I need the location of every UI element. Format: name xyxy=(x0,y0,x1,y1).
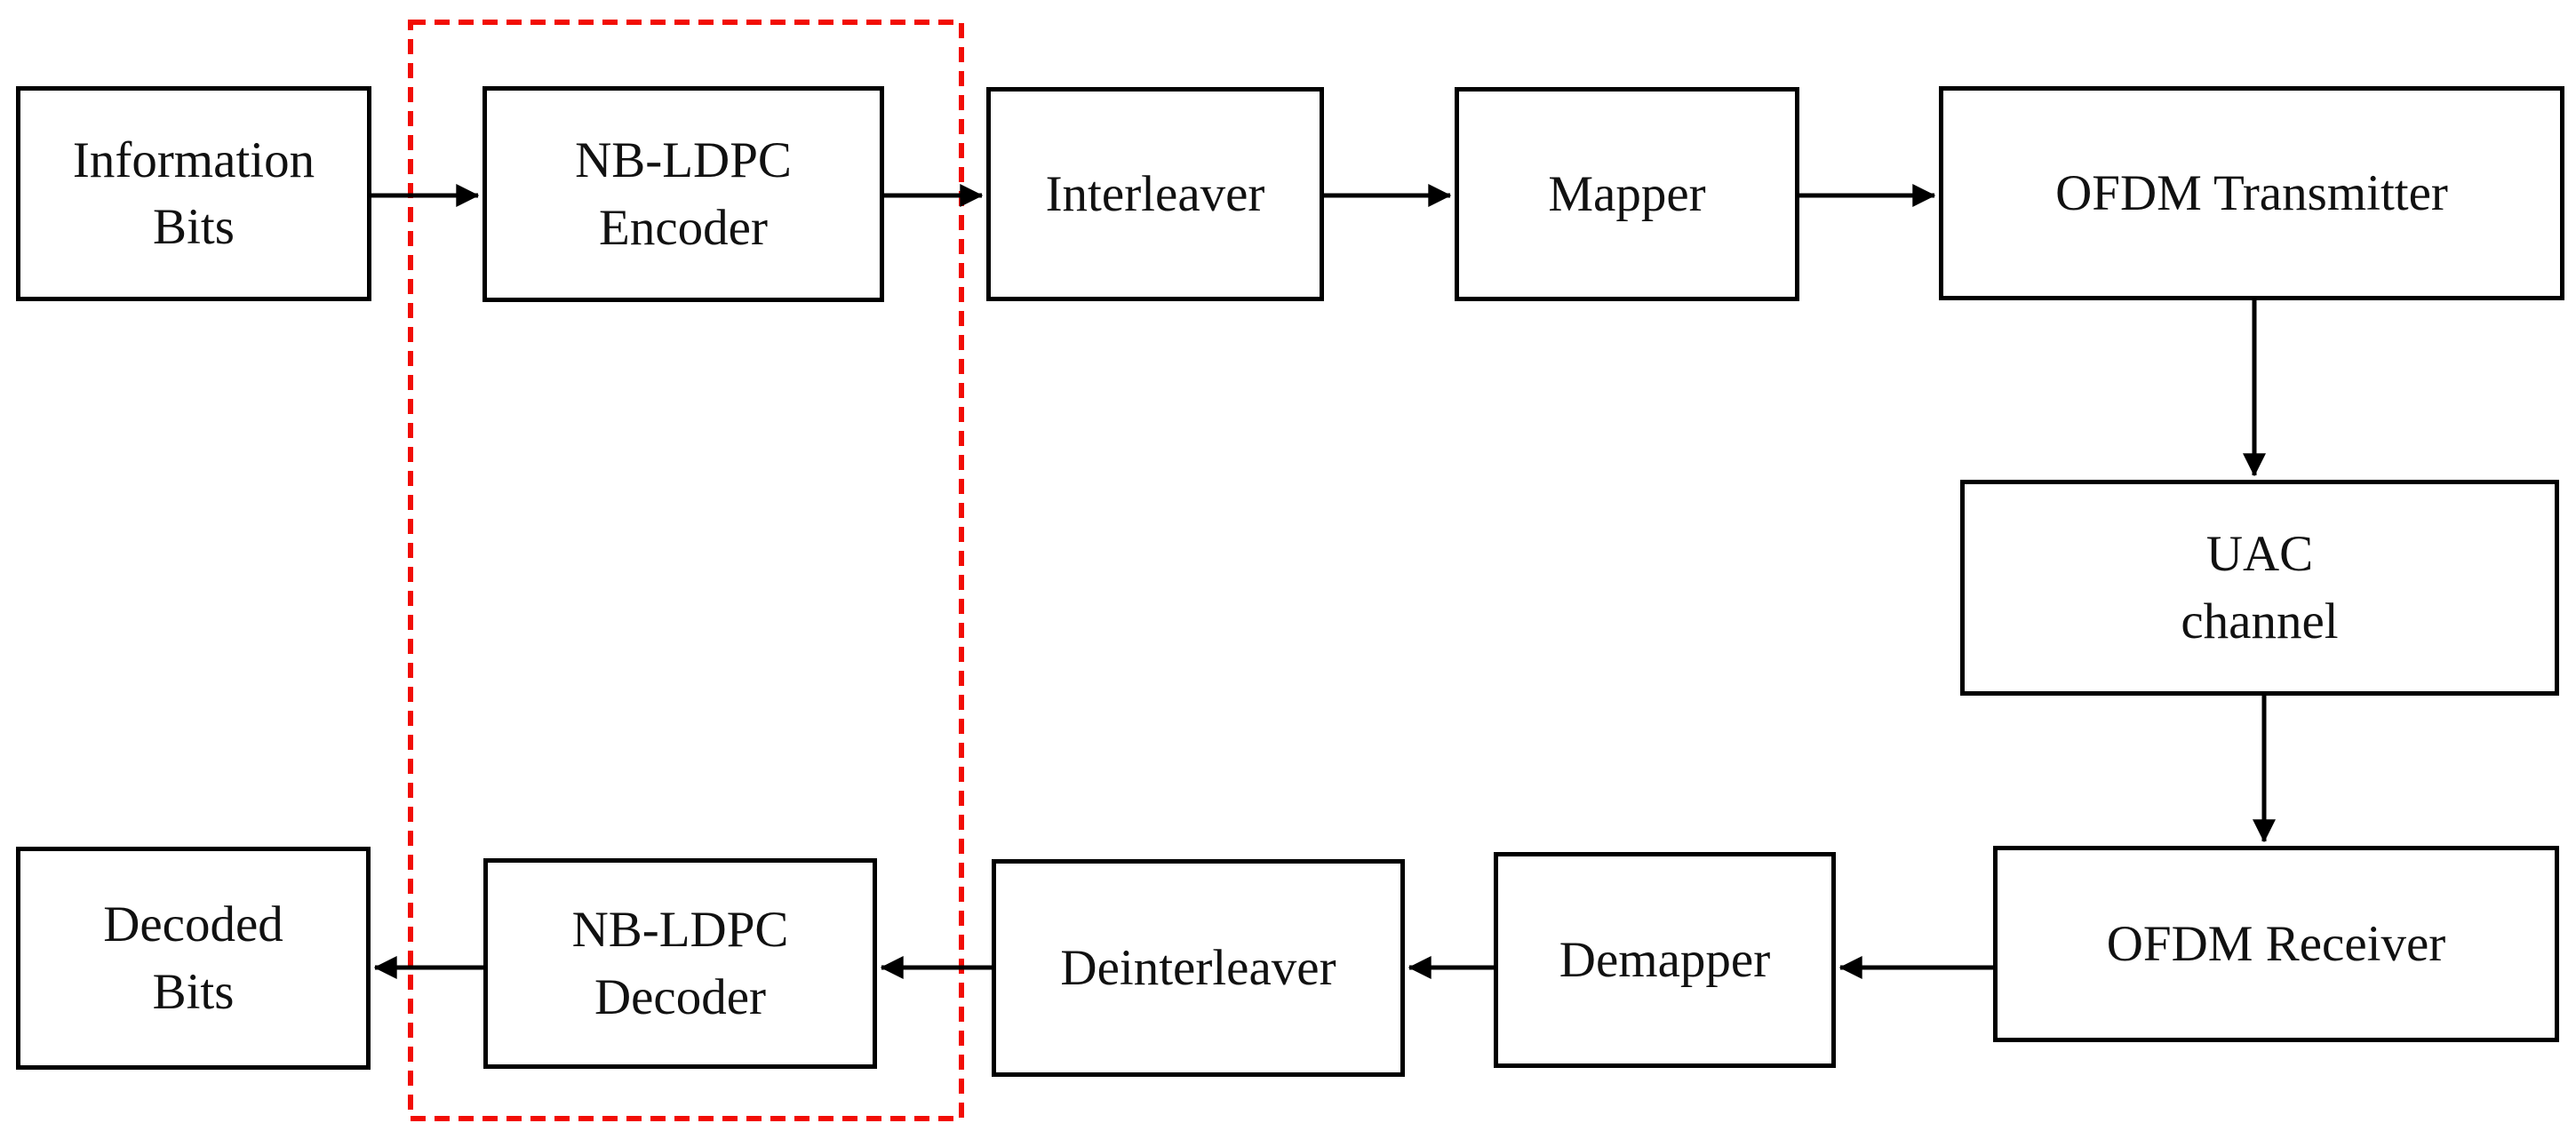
block-demapper: Demapper xyxy=(1494,852,1836,1068)
block-information-bits-label: Information Bits xyxy=(72,131,315,255)
block-uac-channel: UAC channel xyxy=(1960,480,2559,696)
block-deinterleaver: Deinterleaver xyxy=(992,859,1405,1077)
block-mapper-label: Mapper xyxy=(1548,165,1706,222)
block-interleaver-label: Interleaver xyxy=(1045,165,1265,222)
block-demapper-label: Demapper xyxy=(1559,931,1771,988)
block-nb-ldpc-decoder-label: NB-LDPC Decoder xyxy=(571,902,789,1025)
block-ofdm-transmitter-label: OFDM Transmitter xyxy=(2055,164,2448,221)
block-decoded-bits-label: Decoded Bits xyxy=(103,896,283,1020)
block-nb-ldpc-encoder: NB-LDPC Encoder xyxy=(483,86,884,302)
block-ofdm-receiver-label: OFDM Receiver xyxy=(2106,915,2446,972)
block-nb-ldpc-encoder-label: NB-LDPC Encoder xyxy=(575,132,792,256)
block-decoded-bits: Decoded Bits xyxy=(16,847,371,1070)
block-mapper: Mapper xyxy=(1455,87,1799,301)
block-information-bits: Information Bits xyxy=(16,86,371,301)
block-interleaver: Interleaver xyxy=(986,87,1324,301)
block-deinterleaver-label: Deinterleaver xyxy=(1060,939,1336,996)
block-uac-channel-label: UAC channel xyxy=(2181,526,2339,649)
block-ofdm-transmitter: OFDM Transmitter xyxy=(1939,86,2564,300)
block-nb-ldpc-decoder: NB-LDPC Decoder xyxy=(483,858,877,1069)
block-ofdm-receiver: OFDM Receiver xyxy=(1993,846,2559,1042)
